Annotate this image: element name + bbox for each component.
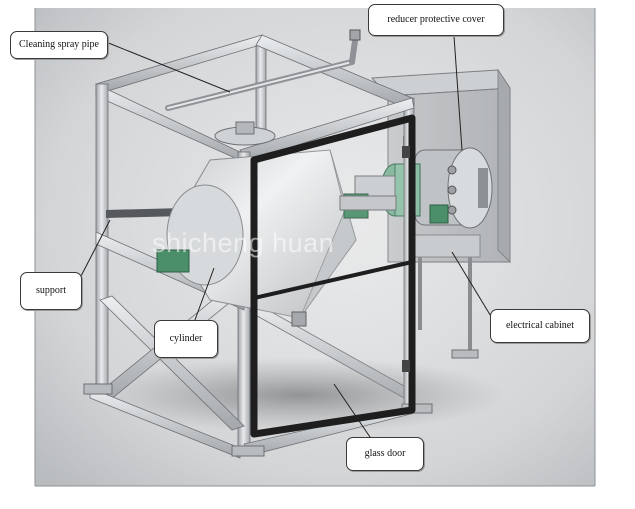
leader-reducer-cover bbox=[453, 35, 463, 151]
cleaning-spray-pipe bbox=[165, 29, 361, 111]
reducer-assembly bbox=[354, 136, 493, 229]
callout-reducer-protective-cover: reducer protective cover bbox=[368, 4, 504, 36]
callout-electrical-cabinet: electrical cabinet bbox=[490, 309, 590, 343]
leader-spray-pipe bbox=[105, 41, 231, 93]
cylinder-vessel bbox=[156, 121, 397, 327]
callout-cylinder: cylinder bbox=[154, 320, 218, 358]
leader-cylinder bbox=[191, 267, 215, 329]
watermark-text: shicheng huan bbox=[152, 228, 335, 258]
leader-support bbox=[79, 219, 111, 279]
callout-support: support bbox=[20, 272, 82, 310]
leader-glass-door bbox=[333, 383, 373, 441]
leader-electrical-cabinet bbox=[451, 251, 493, 319]
callout-cleaning-spray-pipe: Cleaning spray pipe bbox=[10, 31, 108, 59]
callout-glass-door: glass door bbox=[346, 437, 424, 471]
leader-lines bbox=[79, 35, 493, 441]
glass-door bbox=[250, 114, 416, 438]
